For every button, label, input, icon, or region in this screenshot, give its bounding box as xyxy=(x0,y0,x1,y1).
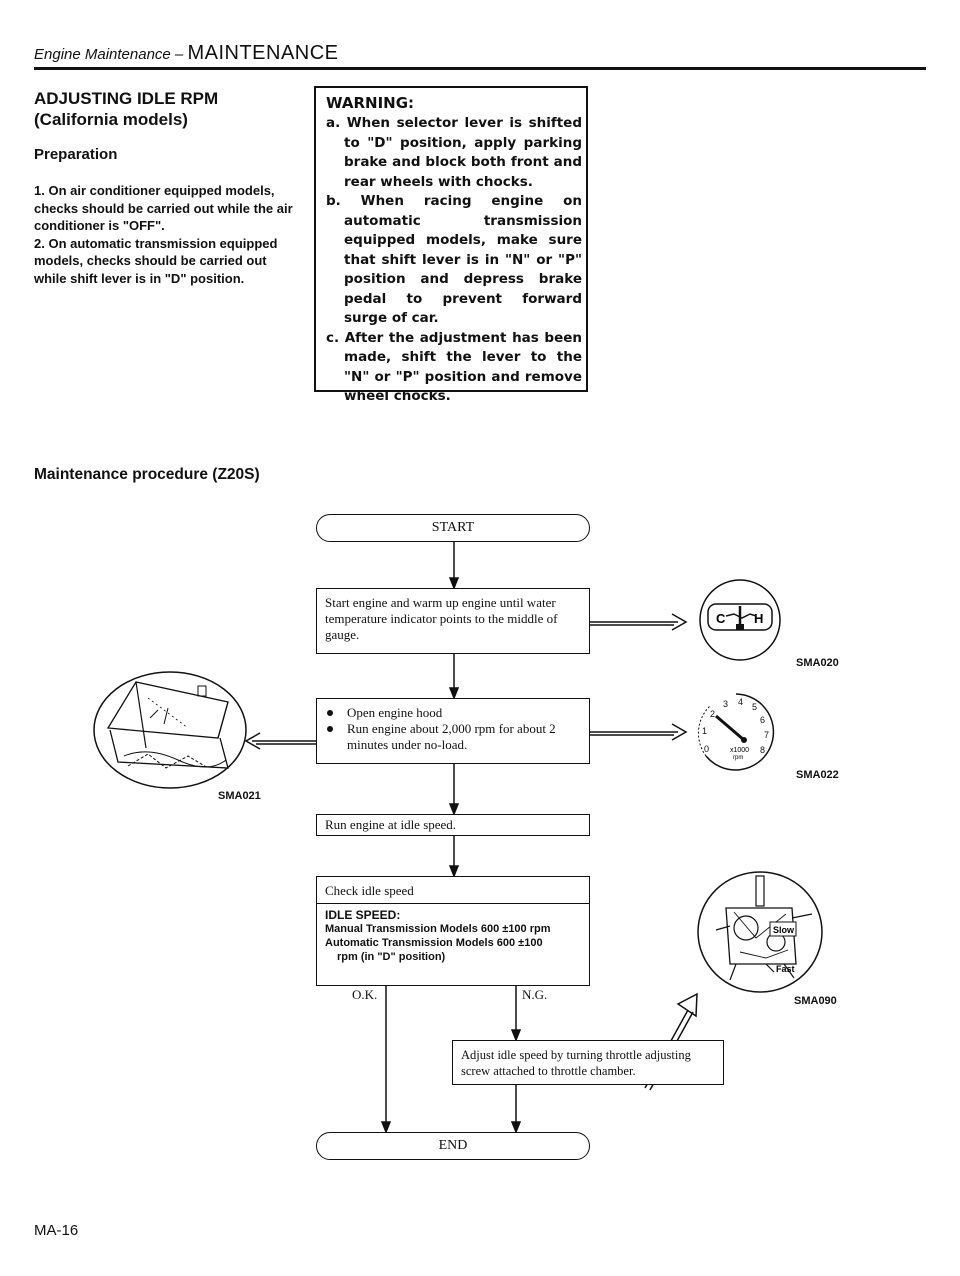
svg-text:4: 4 xyxy=(738,697,743,707)
gauge-h-label: H xyxy=(754,611,763,626)
flow-bullet-run-engine-text: Run engine about 2,000 rpm for about 2 m… xyxy=(347,721,556,752)
figure-label-sma021: SMA021 xyxy=(218,790,261,802)
section-title-line1: ADJUSTING IDLE RPM xyxy=(34,89,219,108)
preparation-list: 1. On air conditioner equipped models, c… xyxy=(34,182,302,287)
tach-unit-x1000: x1000 xyxy=(730,747,749,754)
flow-step-warm-up-text: Start engine and warm up engine until wa… xyxy=(325,595,558,642)
arrowhead-5 xyxy=(380,1121,392,1135)
flow-step-warm-up: Start engine and warm up engine until wa… xyxy=(316,588,590,654)
svg-text:2: 2 xyxy=(710,709,715,719)
figure-label-sma020: SMA020 xyxy=(796,657,839,669)
branch-ng-label: N.G. xyxy=(522,987,548,1002)
warning-box: WARNING: a. When selector lever is shift… xyxy=(314,86,588,404)
svg-text:7: 7 xyxy=(764,730,769,740)
svg-text:6: 6 xyxy=(760,715,765,725)
flow-step-check-idle: Check idle speed IDLE SPEED: Manual Tran… xyxy=(316,876,590,986)
svg-text:5: 5 xyxy=(752,702,757,712)
flow-step-adjust: Adjust idle speed by turning throttle ad… xyxy=(452,1040,724,1085)
warning-item-c: c. After the adjustment has been made, s… xyxy=(326,329,582,405)
arrowhead-1 xyxy=(448,577,460,591)
arrowhead-2 xyxy=(448,687,460,701)
page-header: Engine Maintenance – MAINTENANCE xyxy=(34,42,926,70)
preparation-item-1: 1. On air conditioner equipped models, c… xyxy=(34,183,293,233)
gauge-c-label: C xyxy=(716,611,726,626)
tach-scale: 0 1 2 3 4 5 6 7 8 xyxy=(702,697,769,755)
spec-line-d-position: rpm (in "D" position) xyxy=(337,951,446,963)
flow-step-run-2000: Open engine hood Run engine about 2,000 … xyxy=(316,698,590,764)
preparation-heading: Preparation xyxy=(34,146,118,163)
side-arrow-to-hood xyxy=(244,732,318,750)
flow-start-label: START xyxy=(431,520,475,535)
flow-end: END xyxy=(316,1132,590,1160)
tach-needle-icon xyxy=(715,714,745,742)
svg-text:0: 0 xyxy=(704,744,709,754)
bullet-icon xyxy=(327,726,333,732)
section-title: ADJUSTING IDLE RPM (California models) xyxy=(34,88,294,130)
arrowhead-7 xyxy=(510,1121,522,1135)
arrowhead-6 xyxy=(510,1029,522,1043)
carburetor-slow-label: Slow xyxy=(773,925,795,935)
spec-title: IDLE SPEED: xyxy=(325,908,401,922)
bullet-icon xyxy=(327,710,333,716)
flow-step-idle: Run engine at idle speed. xyxy=(316,814,590,836)
side-arrow-to-tach xyxy=(590,723,688,741)
flow-check-title: Check idle speed xyxy=(325,883,414,898)
svg-text:3: 3 xyxy=(723,699,728,709)
flow-bullet-open-hood-text: Open engine hood xyxy=(347,705,443,720)
flow-bullet-open-hood: Open engine hood xyxy=(325,705,581,721)
engine-hood-illustration xyxy=(93,671,247,789)
preparation-item-2: 2. On automatic transmission equipped mo… xyxy=(34,235,278,286)
branch-ok-label: O.K. xyxy=(352,987,378,1002)
header-section: Engine Maintenance – xyxy=(34,46,188,63)
divider xyxy=(317,903,589,904)
figure-label-sma090: SMA090 xyxy=(794,995,837,1007)
flow-bullet-run-engine: Run engine about 2,000 rpm for about 2 m… xyxy=(325,721,581,753)
tachometer-illustration: 0 1 2 3 4 5 6 7 8 x1000 rpm xyxy=(697,693,775,771)
svg-text:8: 8 xyxy=(760,745,765,755)
spec-line-manual: Manual Transmission Models 600 ±100 rpm xyxy=(325,923,551,935)
procedure-heading: Maintenance procedure (Z20S) xyxy=(34,466,260,483)
spec-line-automatic: Automatic Transmission Models 600 ±100 xyxy=(325,937,543,949)
tach-unit-rpm: rpm xyxy=(733,755,743,761)
arrowhead-4 xyxy=(448,865,460,879)
flow-end-label: END xyxy=(438,1138,468,1153)
flow-step-adjust-text: Adjust idle speed by turning throttle ad… xyxy=(461,1048,691,1078)
svg-text:1: 1 xyxy=(702,726,707,736)
temperature-gauge-illustration: C H xyxy=(699,579,781,661)
flow-step-idle-text: Run engine at idle speed. xyxy=(325,817,457,832)
carburetor-fast-label: Fast xyxy=(776,964,795,974)
carburetor-illustration: Slow Fast xyxy=(697,871,823,993)
arrowhead-3 xyxy=(448,803,460,817)
flow-start: START xyxy=(316,514,590,542)
figure-label-sma022: SMA022 xyxy=(796,769,839,781)
section-title-line2: (California models) xyxy=(34,110,188,129)
header-title: MAINTENANCE xyxy=(187,42,339,64)
warning-title: WARNING: xyxy=(326,94,415,112)
side-arrow-to-gauge xyxy=(590,613,688,631)
warning-item-b: b. When racing engine on automatic trans… xyxy=(326,193,582,326)
warning-item-a: a. When selector lever is shifted to "D"… xyxy=(326,115,582,190)
page-number: MA-16 xyxy=(34,1222,79,1239)
